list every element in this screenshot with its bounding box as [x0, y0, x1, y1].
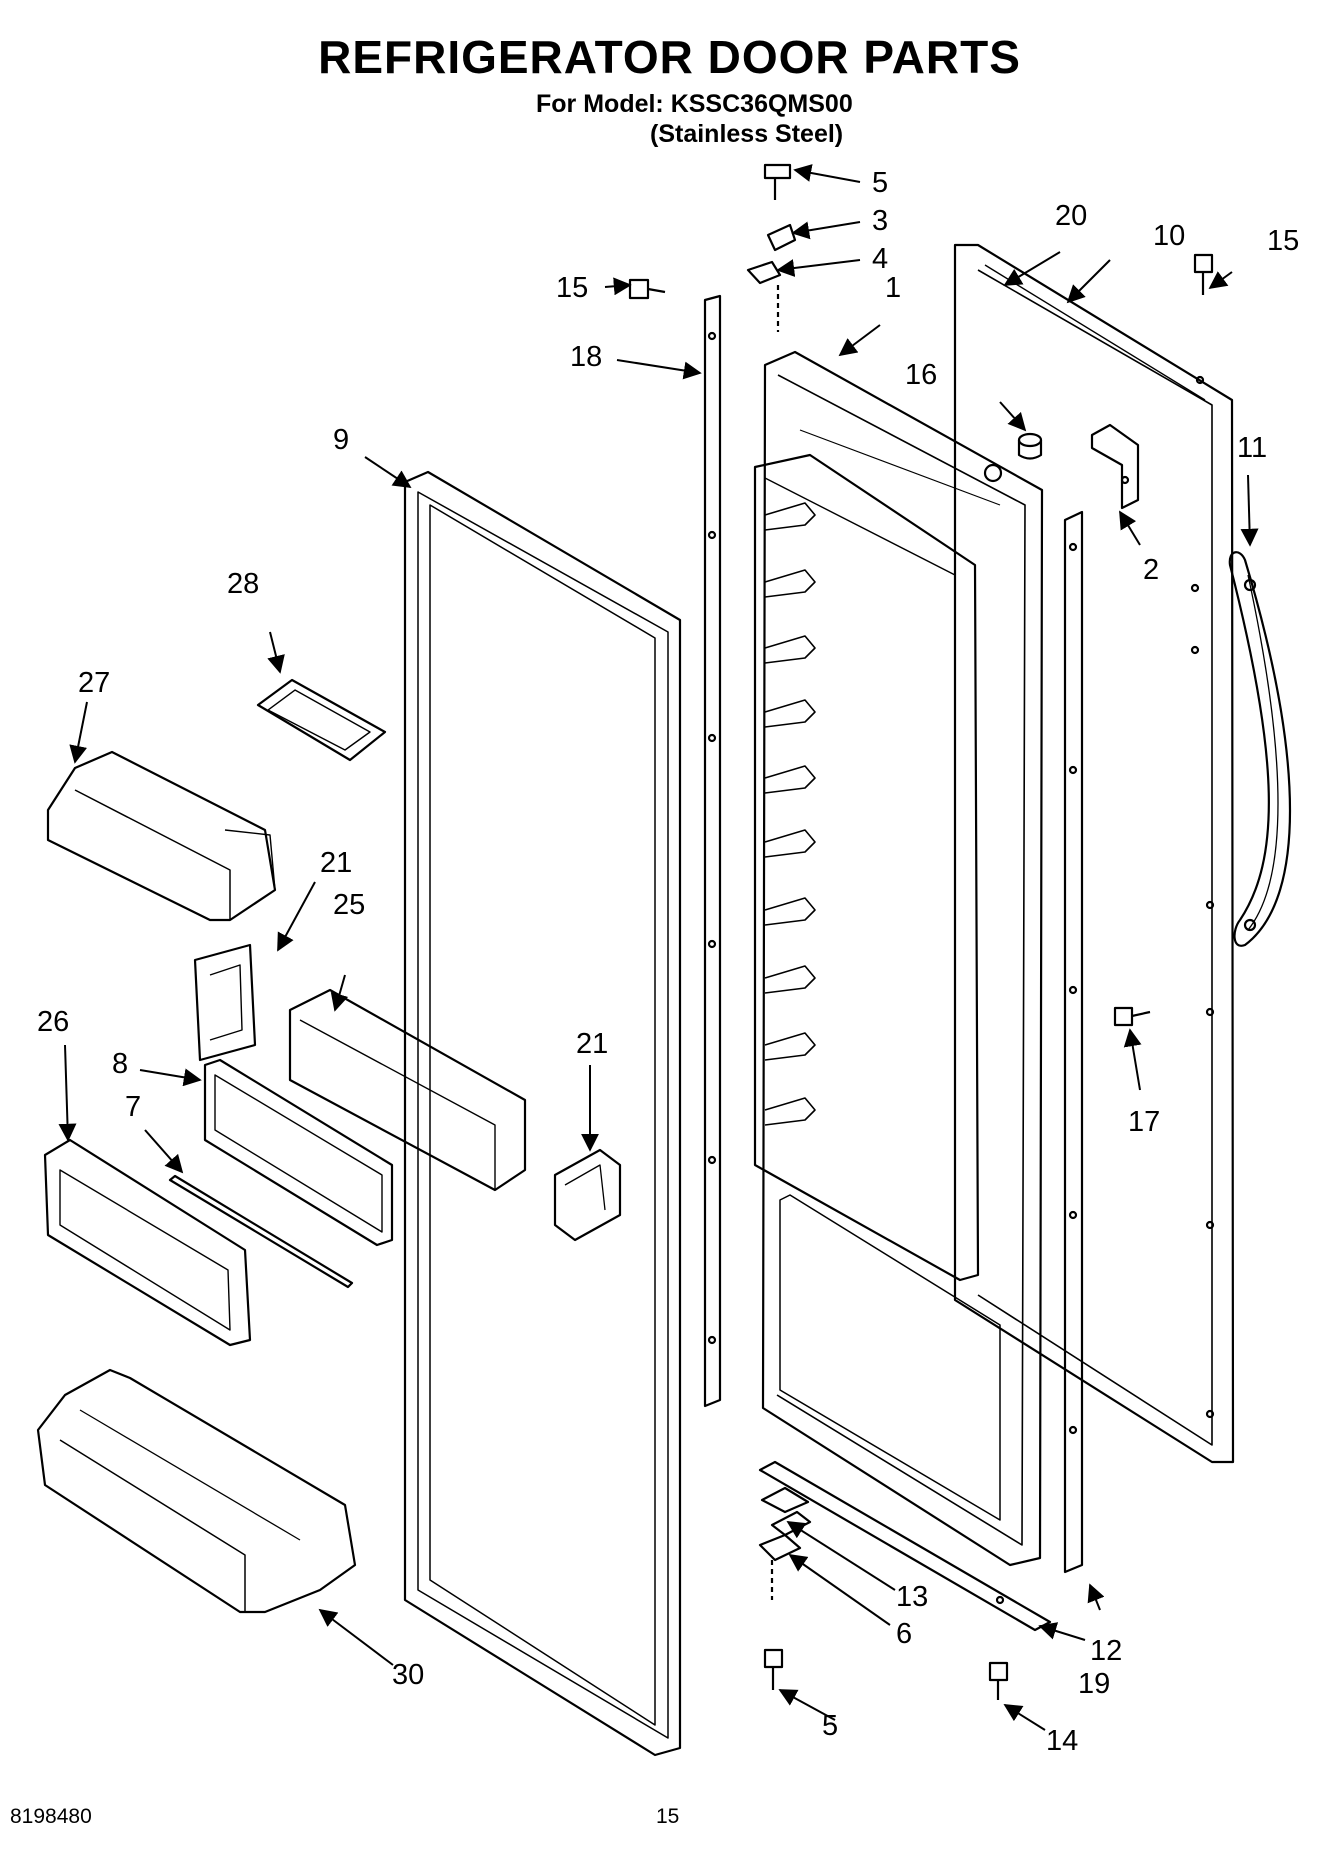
callout-leaders: [58, 164, 1259, 1731]
model-number: For Model: KSSC36QMS00: [536, 90, 853, 118]
callout-13: 13: [896, 1581, 928, 1613]
callout-5-bottom: 5: [822, 1710, 838, 1742]
callout-21-right: 21: [576, 1028, 608, 1060]
callout-6: 6: [896, 1618, 912, 1650]
door-plug: [1017, 432, 1043, 460]
callout-21-left: 21: [320, 847, 352, 879]
callout-18: 18: [570, 341, 602, 373]
small-utility-bin: [256, 678, 387, 762]
callout-30: 30: [392, 1659, 424, 1691]
lower-door-bin: [36, 1368, 357, 1614]
callout-16: 16: [905, 359, 937, 391]
callout-14: 14: [1046, 1725, 1078, 1757]
trim-strip: [168, 1174, 354, 1289]
callout-15-left: 15: [556, 272, 588, 304]
page-number: 15: [656, 1805, 680, 1828]
left-seal-strip: [703, 294, 722, 1408]
document-number: 8198480: [10, 1805, 92, 1828]
model-variant: (Stainless Steel): [650, 120, 844, 148]
callout-numbers: 5 3 4 20 10 15 15 1 18 16 9 11 2 28 27 2…: [37, 167, 1299, 1757]
callout-17: 17: [1128, 1106, 1160, 1138]
callout-11: 11: [1237, 432, 1267, 464]
liner-shelf-ribs: [764, 502, 816, 1126]
callout-25: 25: [333, 889, 365, 921]
callout-8: 8: [112, 1048, 128, 1080]
right-seal-strip: [1063, 510, 1084, 1574]
callout-27: 27: [78, 667, 110, 699]
door-handle: [1228, 551, 1291, 947]
callout-7: 7: [125, 1091, 141, 1123]
callout-20: 20: [1055, 200, 1087, 232]
callout-5-top: 5: [872, 167, 888, 199]
top-hinge-pieces: [746, 223, 797, 332]
callout-4: 4: [872, 243, 888, 275]
dairy-door: [43, 1138, 252, 1347]
upper-door-bin: [46, 750, 277, 922]
door-liner: [753, 350, 1044, 1567]
callout-28: 28: [227, 568, 259, 600]
callout-10: 10: [1153, 220, 1185, 252]
handle-bracket: [1090, 423, 1140, 510]
callout-26: 26: [37, 1006, 69, 1038]
outer-door-panel: [953, 243, 1235, 1464]
dairy-compartment: [288, 988, 527, 1192]
bottom-hinge-pieces: [758, 1486, 812, 1600]
callout-9: 9: [333, 424, 349, 456]
dairy-bracket-left: [193, 943, 257, 1062]
callout-12: 12: [1090, 1635, 1122, 1667]
callout-19: 19: [1078, 1668, 1110, 1700]
page-title: REFRIGERATOR DOOR PARTS: [318, 31, 1021, 83]
callout-1: 1: [885, 272, 901, 304]
dairy-door-frame: [203, 1058, 394, 1247]
callout-2: 2: [1143, 554, 1159, 586]
door-gasket: [403, 470, 682, 1757]
screws: [628, 163, 1214, 1700]
callout-15-right: 15: [1267, 225, 1299, 257]
dairy-bracket-right: [553, 1148, 622, 1242]
bottom-trim: [758, 1460, 1052, 1632]
callout-3: 3: [872, 205, 888, 237]
